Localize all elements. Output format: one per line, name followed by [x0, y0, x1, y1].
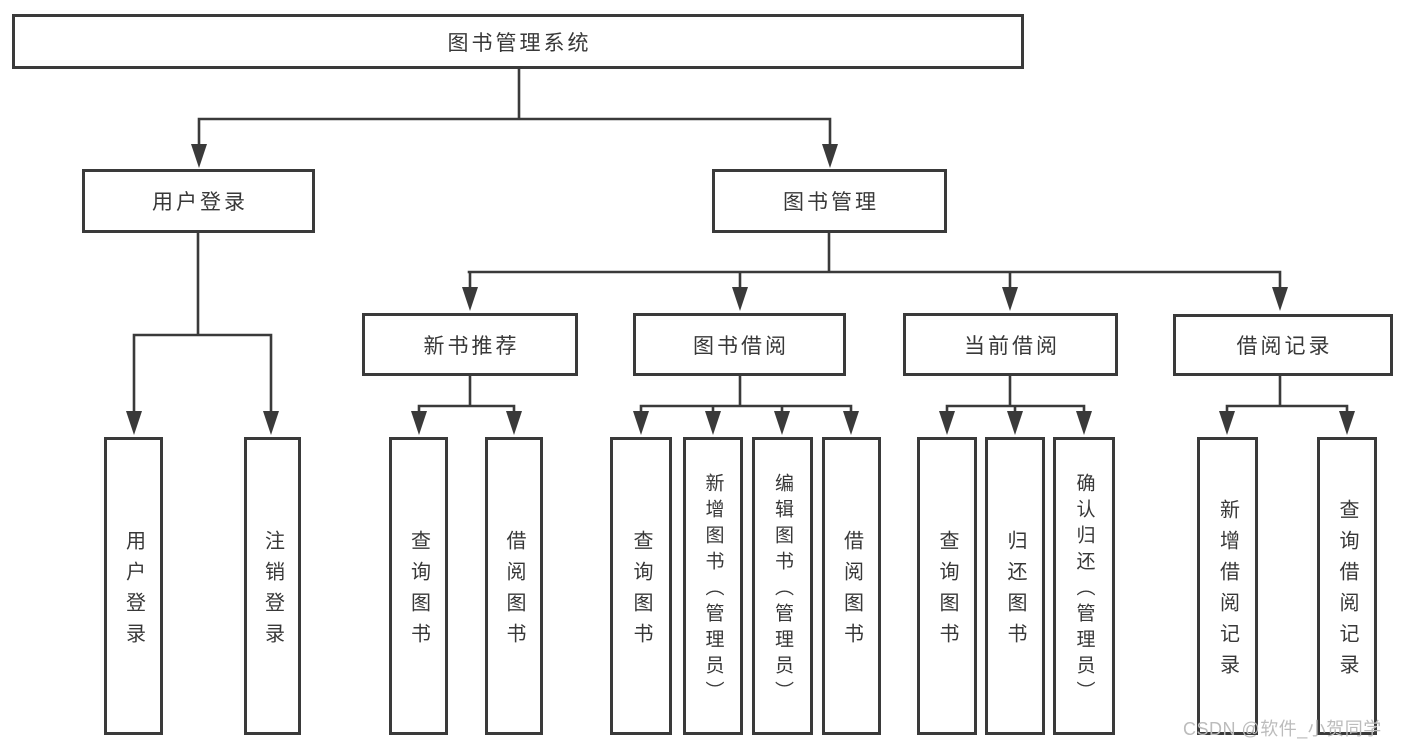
leaf-current-query-books-label: 查询图书 [936, 529, 958, 654]
node-borrowing-records-label: 借阅记录 [1236, 335, 1333, 358]
node-root: 图书管理系统 [12, 14, 1024, 69]
node-new-book-recommendation: 新书推荐 [362, 313, 578, 376]
leaf-records-query-borrow-record: 查询借阅记录 [1317, 437, 1377, 735]
arrow-down-icon [506, 411, 522, 435]
leaf-records-query-borrow-record-label: 查询借阅记录 [1336, 498, 1358, 685]
arrow-down-icon [705, 411, 721, 435]
leaf-borrowing-borrow-books: 借阅图书 [822, 437, 881, 735]
arrow-down-icon [939, 411, 955, 435]
leaf-recommend-query-books: 查询图书 [389, 437, 448, 735]
arrowheads [126, 144, 1355, 435]
node-root-label: 图书管理系统 [447, 31, 592, 55]
leaf-recommend-query-books-label: 查询图书 [407, 529, 430, 654]
leaf-user-login: 用户登录 [104, 437, 163, 735]
leaf-borrowing-edit-books-admin: 编辑图书（管理员） [752, 437, 813, 735]
leaf-user-login-label: 用户登录 [122, 529, 145, 654]
leaf-borrowing-borrow-books-label: 借阅图书 [840, 529, 863, 654]
leaf-current-confirm-return-admin: 确认归还（管理员） [1053, 437, 1115, 735]
connector-borrowing-children [639, 374, 853, 418]
connector-recommendation-children [417, 374, 516, 418]
leaf-borrowing-add-books-admin-label: 新增图书（管理员） [702, 472, 724, 707]
arrow-down-icon [126, 411, 142, 435]
arrow-down-icon [774, 411, 790, 435]
arrow-down-icon [1076, 411, 1092, 435]
node-book-management: 图书管理 [712, 169, 947, 233]
leaf-recommend-borrow-books: 借阅图书 [485, 437, 543, 735]
connector-current-children [945, 374, 1086, 418]
leaf-logout-label: 注销登录 [261, 529, 284, 654]
leaf-records-add-borrow-record: 新增借阅记录 [1197, 437, 1258, 735]
connector-root-to-level2 [197, 67, 832, 152]
leaf-borrowing-add-books-admin: 新增图书（管理员） [683, 437, 743, 735]
arrow-down-icon [1272, 287, 1288, 311]
arrow-down-icon [191, 144, 207, 168]
node-current-borrowing: 当前借阅 [903, 313, 1118, 376]
arrow-down-icon [1339, 411, 1355, 435]
leaf-logout: 注销登录 [244, 437, 301, 735]
leaf-borrowing-query-books-label: 查询图书 [630, 529, 652, 654]
leaf-current-query-books: 查询图书 [917, 437, 977, 735]
node-borrowing-records: 借阅记录 [1173, 314, 1393, 376]
connector-book-management-children [467, 231, 1282, 294]
arrow-down-icon [1002, 287, 1018, 311]
node-book-borrowing-label: 图书借阅 [693, 334, 789, 358]
leaf-recommend-borrow-books-label: 借阅图书 [503, 529, 525, 654]
arrow-down-icon [822, 144, 838, 168]
node-new-book-recommendation-label: 新书推荐 [423, 334, 520, 358]
node-user-login: 用户登录 [82, 169, 315, 233]
arrow-down-icon [411, 411, 427, 435]
leaf-current-return-books-label: 归还图书 [1004, 529, 1026, 654]
leaf-borrowing-query-books: 查询图书 [610, 437, 672, 735]
connector-user-login-children [132, 231, 273, 418]
leaf-current-return-books: 归还图书 [985, 437, 1045, 735]
arrow-down-icon [263, 411, 279, 435]
node-book-management-label: 图书管理 [783, 191, 879, 214]
connector-records-children [1225, 374, 1349, 418]
arrow-down-icon [1219, 411, 1235, 435]
arrow-down-icon [843, 411, 859, 435]
leaf-records-add-borrow-record-label: 新增借阅记录 [1216, 498, 1239, 685]
leaf-borrowing-edit-books-admin-label: 编辑图书（管理员） [772, 472, 793, 707]
arrow-down-icon [1007, 411, 1023, 435]
node-user-login-label: 用户登录 [152, 191, 248, 214]
node-current-borrowing-label: 当前借阅 [964, 334, 1060, 358]
leaf-current-confirm-return-admin-label: 确认归还（管理员） [1073, 472, 1095, 707]
csdn-watermark: CSDN @软件_小贺同学 [1183, 719, 1382, 739]
arrow-down-icon [633, 411, 649, 435]
node-book-borrowing: 图书借阅 [633, 313, 846, 376]
arrow-down-icon [462, 287, 478, 311]
arrow-down-icon [732, 287, 748, 311]
